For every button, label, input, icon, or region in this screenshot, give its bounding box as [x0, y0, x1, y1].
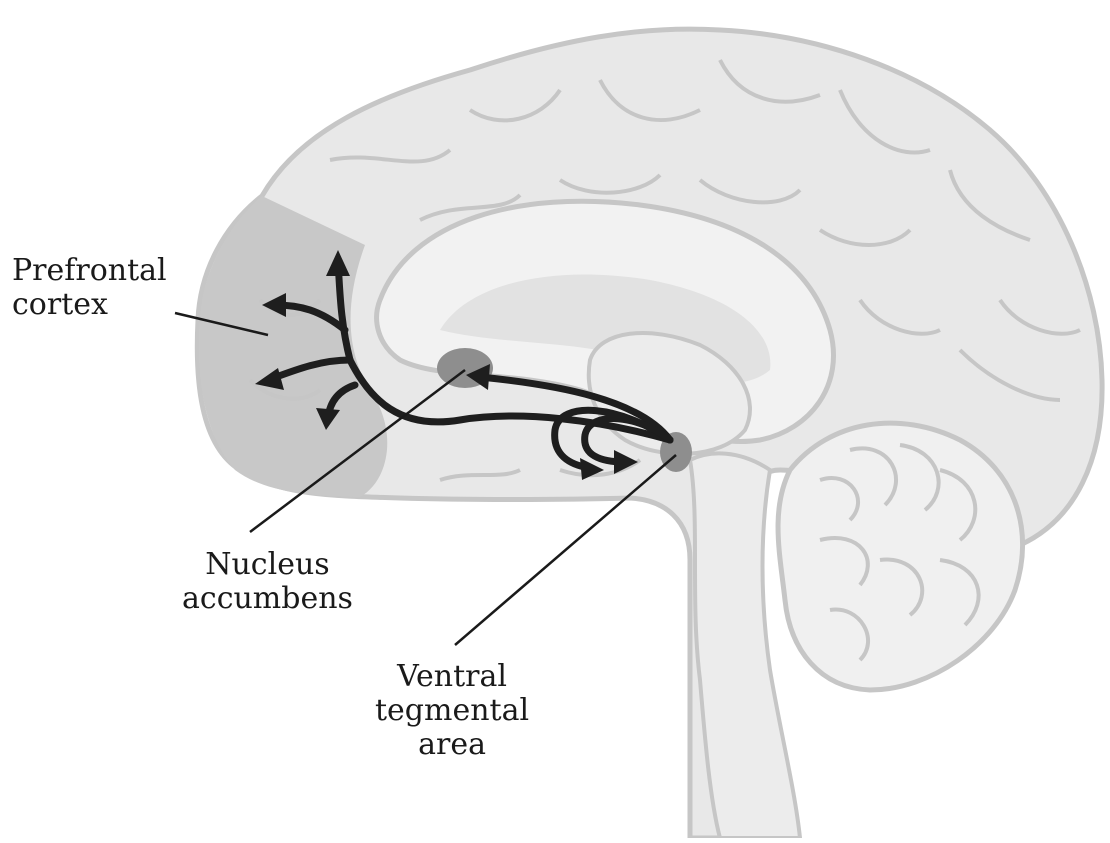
label-nucleus-line-1: Nucleus: [182, 548, 353, 582]
label-ventral-tegmental-area: Ventral tegmental area: [375, 660, 529, 762]
label-vta-line-2: tegmental: [375, 694, 529, 728]
label-nucleus-accumbens: Nucleus accumbens: [182, 548, 353, 616]
label-prefrontal-line-1: Prefrontal: [12, 254, 167, 288]
label-prefrontal-cortex: Prefrontal cortex: [12, 254, 167, 322]
label-nucleus-line-2: accumbens: [182, 582, 353, 616]
label-prefrontal-line-2: cortex: [12, 288, 167, 322]
cerebellum: [778, 423, 1023, 690]
label-vta-line-3: area: [375, 728, 529, 762]
label-vta-line-1: Ventral: [375, 660, 529, 694]
